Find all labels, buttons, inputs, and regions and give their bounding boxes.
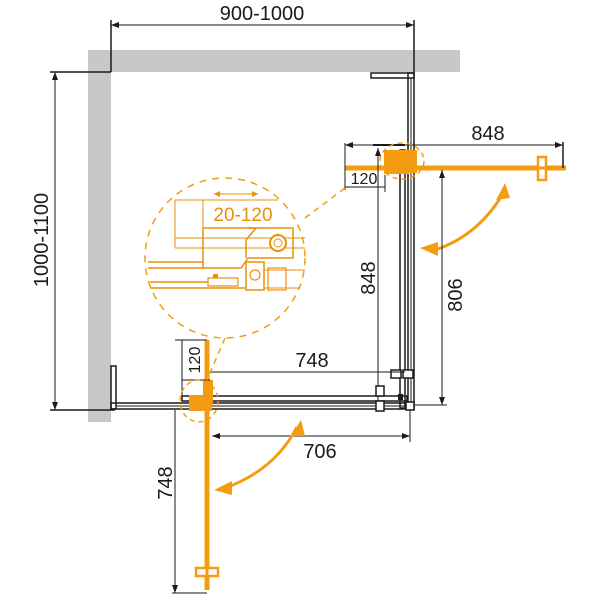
right-door-dimension: 848 [344, 123, 564, 190]
bottom-side-inner-dimension: 706 [212, 410, 411, 463]
offset-top-label: 120 [351, 171, 378, 188]
bottom-door-dimension: 748 [210, 350, 405, 373]
bottom-side-panel [181, 395, 408, 402]
depth-label: 1000-1100 [31, 193, 53, 287]
right-door-label: 848 [471, 123, 504, 145]
offset-top-dimension: 120 [345, 171, 386, 192]
bottom-door-label: 748 [295, 350, 328, 372]
detail-adjust-label: 20-120 [213, 205, 272, 226]
offset-left-label: 120 [187, 347, 204, 374]
bottom-door-open [189, 340, 220, 590]
bottom-open-door-label: 748 [155, 466, 177, 499]
swing-arrow-bottom-icon [214, 420, 305, 495]
width-dimension: 900-1000 [110, 3, 415, 73]
detail-marker-top [379, 142, 425, 180]
depth-dimension: 1000-1100 [31, 71, 115, 411]
top-wall [88, 50, 460, 72]
left-wall [88, 50, 111, 422]
top-right-profile [370, 72, 415, 410]
bottom-side-inner-label: 706 [303, 441, 336, 463]
detail-marker-bottom [179, 379, 219, 423]
corner-hardware [375, 369, 415, 412]
width-label: 900-1000 [220, 3, 305, 25]
right-side-inner-label: 806 [445, 278, 467, 311]
right-side-length-dimension: 848 [358, 148, 381, 405]
swing-arrow-right-icon [420, 183, 510, 256]
right-side-inner-dimension: 806 [412, 170, 467, 406]
right-door-open [345, 150, 566, 182]
detail-callout: 20-120 [144, 177, 346, 381]
bottom-open-door-dimension: 748 [155, 410, 207, 594]
right-side-length-label: 848 [358, 261, 380, 294]
